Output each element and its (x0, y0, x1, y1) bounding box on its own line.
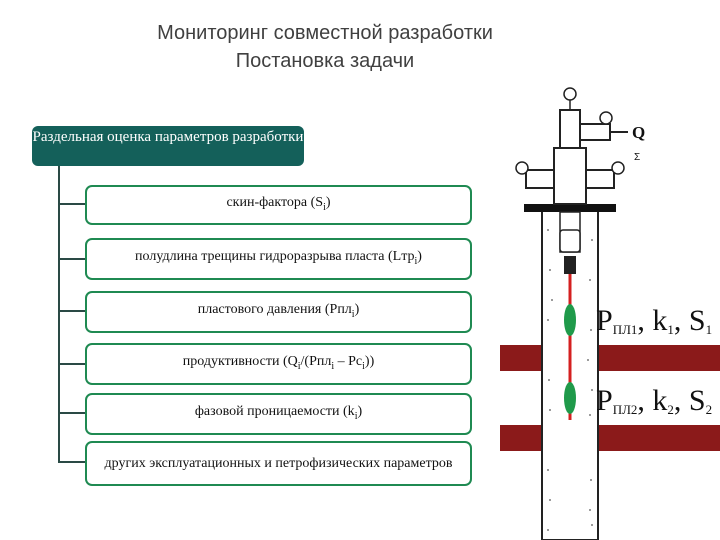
flow-line-valve (579, 123, 611, 141)
item-productivity: продуктивности (Qi/(Рплi – Рсi)) (85, 343, 472, 385)
layer1-params: PПЛ1, k1, S1 (596, 304, 712, 337)
pressure-gauge-icon (563, 87, 577, 101)
pressure-gauge-icon (515, 161, 529, 175)
tree-connector (58, 203, 86, 205)
tree-connector (58, 363, 86, 365)
tree-connector (58, 310, 86, 312)
slide-title-line2: Постановка задачи (235, 50, 415, 72)
slide-title-line1: Мониторинг совместной разработки (157, 22, 493, 44)
pump-unit (559, 229, 581, 253)
formation-layer-1 (500, 345, 720, 371)
side-valve-left (525, 169, 555, 189)
side-valve-right (585, 169, 615, 189)
category-header: Раздельная оценка параметров разработки (32, 126, 304, 166)
item-fracture-half-length: полудлина трещины гидроразрыва пласта (L… (85, 238, 472, 280)
flow-rate-sub: Σ (634, 152, 640, 163)
tree-connector (58, 412, 86, 414)
wellhead-flange (524, 204, 616, 212)
item-reservoir-pressure: пластового давления (Рплi) (85, 291, 472, 333)
item-skin-factor: скин-фактора (Si) (85, 185, 472, 225)
packer-2 (564, 382, 576, 414)
wellhead-body (553, 147, 587, 205)
well-diagram: Q Σ PПЛ1, k1, S1 PПЛ2, k2, S2 (500, 87, 720, 540)
pressure-gauge-icon (599, 111, 613, 125)
item-other-parameters: других эксплуатационных и петрофизически… (85, 441, 472, 486)
wellhead-top (559, 109, 581, 149)
tree-connector (58, 258, 86, 260)
tree-connector-vertical (58, 166, 60, 462)
flow-rate-label: Q (632, 123, 645, 142)
downhole-sensor (564, 256, 576, 274)
cement-dots (547, 229, 593, 531)
formation-layer-2 (500, 425, 720, 451)
packer-1 (564, 304, 576, 336)
layer2-params: PПЛ2, k2, S2 (596, 384, 712, 417)
pressure-gauge-icon (611, 161, 625, 175)
item-phase-permeability: фазовой проницаемости (ki) (85, 393, 472, 435)
tree-connector (58, 461, 86, 463)
